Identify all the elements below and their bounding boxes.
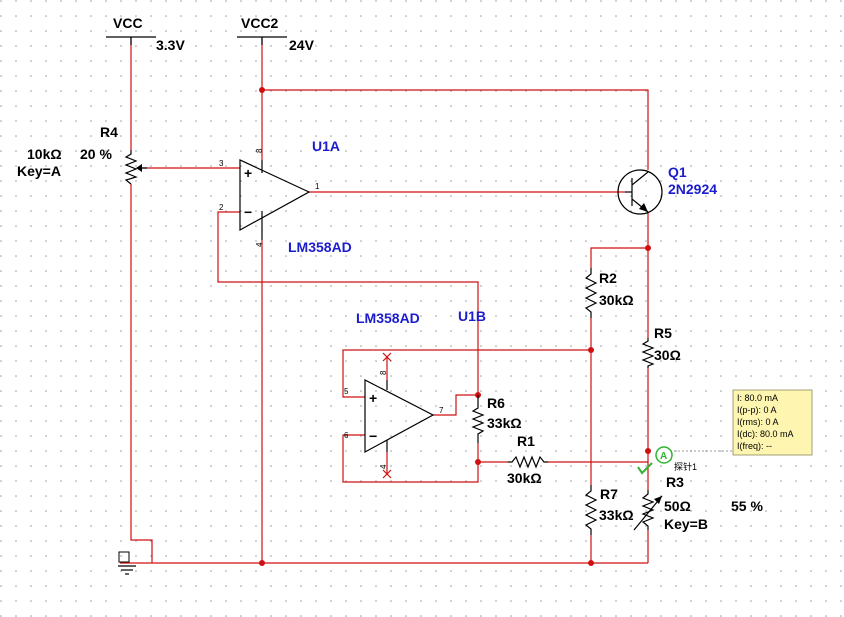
u1a-pin-8: 8	[255, 148, 264, 153]
u1a-pin-2: 2	[219, 203, 224, 212]
r3-key: Key=B	[664, 516, 708, 532]
q1-name: Q1	[668, 164, 687, 180]
vcc2-label: VCC2	[241, 15, 279, 31]
r6-value: 33kΩ	[487, 415, 522, 431]
u1b-pin-4: 4	[379, 464, 388, 469]
u1a-pin-4: 4	[255, 242, 264, 247]
u1b-pin-6: 6	[344, 431, 349, 440]
r7-name: R7	[600, 486, 618, 502]
vcc-value: 3.3V	[156, 37, 185, 53]
u1b-plus-sign: +	[369, 390, 377, 406]
r4-value: 10kΩ	[27, 146, 62, 162]
r2-resistor[interactable]: R2 30kΩ	[584, 268, 634, 318]
ground-symbol[interactable]	[118, 551, 136, 575]
r2-name: R2	[599, 270, 617, 286]
current-probe[interactable]: A 探针1	[637, 446, 733, 475]
q1-model: 2N2924	[668, 181, 717, 197]
probe-readout-line-1: I: 80.0 mA	[737, 393, 778, 403]
probe-readout-line-4: I(dc): 80.0 mA	[737, 429, 794, 439]
r1-value: 30kΩ	[507, 470, 542, 486]
u1b-minus-sign: −	[369, 428, 377, 444]
u1a-label: U1A	[312, 138, 340, 154]
probe-marker[interactable]	[655, 446, 673, 464]
wires	[120, 37, 649, 564]
u1a-pin-3: 3	[219, 159, 224, 168]
r4-name: R4	[100, 124, 118, 140]
r1-resistor[interactable]: R1 30kΩ	[507, 433, 548, 486]
u1a-model: LM358AD	[288, 239, 352, 255]
probe-check-icon	[637, 462, 653, 475]
r2-value: 30kΩ	[599, 292, 634, 308]
r4-potentiometer[interactable]: R4 10kΩ 20 % Key=A	[17, 124, 147, 185]
u1a-plus-sign: +	[244, 165, 252, 181]
u1b-label: U1B	[458, 308, 486, 324]
probe-readout-line-2: I(p-p): 0 A	[737, 405, 777, 415]
r6-resistor[interactable]: R6 33kΩ	[471, 395, 522, 443]
probe-letter: A	[660, 451, 667, 462]
r7-resistor[interactable]: R7 33kΩ	[584, 485, 634, 535]
u1a-minus-sign: −	[244, 204, 252, 220]
q1-transistor[interactable]: Q1 2N2924	[617, 164, 717, 215]
r5-resistor[interactable]: R5 30Ω	[641, 325, 681, 368]
vcc-label: VCC	[113, 15, 143, 31]
r1-name: R1	[517, 433, 535, 449]
vcc2-symbol[interactable]: VCC2 24V	[237, 15, 315, 53]
r5-value: 30Ω	[654, 347, 681, 363]
r6-name: R6	[487, 395, 505, 411]
r4-percent: 20 %	[80, 146, 112, 162]
u1b-model: LM358AD	[356, 310, 420, 326]
r3-percent: 55 %	[731, 498, 763, 514]
r4-key: Key=A	[17, 163, 61, 179]
vcc-symbol[interactable]: VCC 3.3V	[106, 15, 185, 53]
u1a-opamp[interactable]: + − 3 2 1 8 4 U1A LM358AD	[219, 138, 352, 255]
u1b-pin-7: 7	[439, 406, 444, 415]
u1b-opamp[interactable]: + − 5 6 7 8 4 LM358AD U1B	[344, 308, 486, 479]
u1b-pin-8: 8	[379, 370, 388, 375]
probe-readout-line-5: I(freq): --	[737, 441, 772, 451]
r3-potentiometer[interactable]: R3 50Ω 55 % Key=B	[633, 474, 763, 532]
r7-value: 33kΩ	[599, 507, 634, 523]
junctions	[259, 87, 651, 566]
r3-name: R3	[666, 474, 684, 490]
probe-name: 探针1	[674, 461, 697, 472]
u1a-pin-1: 1	[315, 182, 320, 191]
vcc2-value: 24V	[289, 37, 315, 53]
probe-readout-box: I: 80.0 mA I(p-p): 0 A I(rms): 0 A I(dc)…	[732, 389, 813, 456]
r5-name: R5	[654, 325, 672, 341]
u1b-pin-5: 5	[344, 387, 349, 396]
r3-value: 50Ω	[664, 498, 691, 514]
probe-readout-line-3: I(rms): 0 A	[737, 417, 779, 427]
